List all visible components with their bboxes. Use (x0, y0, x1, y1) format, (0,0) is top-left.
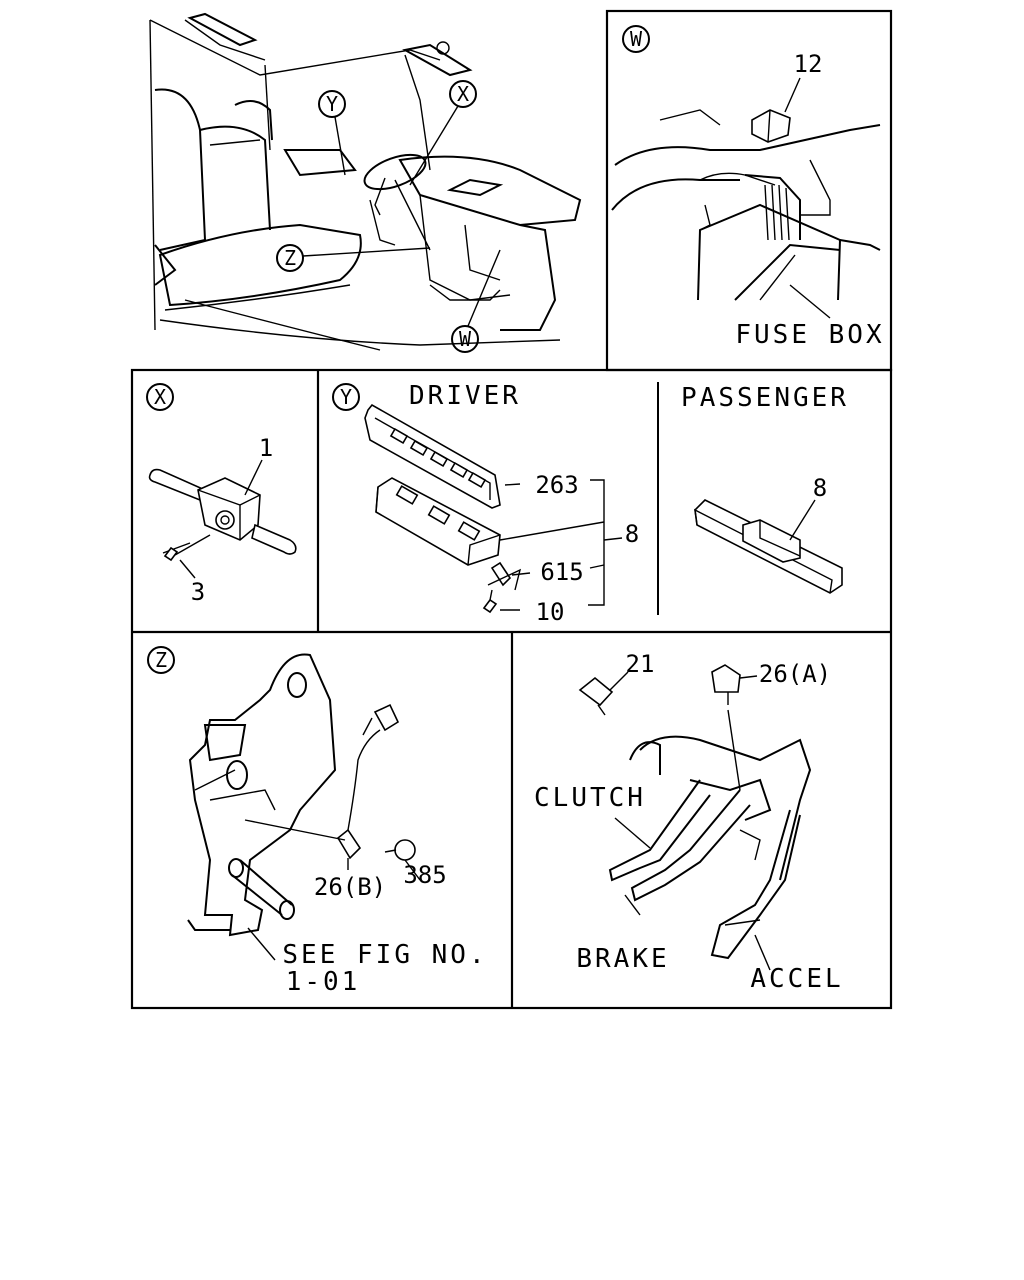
part-26b-label: 26(B) (314, 873, 386, 901)
overview-callouts: Y X Z W (276, 80, 501, 353)
see-fig-line1: SEE FIG NO. (282, 940, 487, 970)
cab-interior-overview (149, 12, 582, 351)
clutch-label: CLUTCH (534, 783, 646, 813)
fuse-box-label: FUSE BOX (735, 320, 884, 350)
panel-z-brake-switch: Z 26(B) 385 SEE FIG NO. 1-01 (147, 646, 487, 997)
panel-w-title: W (630, 27, 643, 51)
part-10-label: 10 (536, 598, 565, 626)
panel-z-title: Z (155, 648, 167, 672)
callout-z-label: Z (284, 246, 296, 270)
panel-z-circle (147, 646, 175, 674)
part-12-label: 12 (794, 50, 823, 78)
part-26a-label: 26(A) (759, 660, 831, 688)
part-8-label: 8 (625, 520, 639, 548)
part-3-label: 3 (191, 578, 205, 606)
part-263-label: 263 (535, 471, 578, 499)
panel-y-title: Y (340, 385, 352, 409)
callout-y-label: Y (326, 92, 338, 116)
part-8-passenger-label: 8 (813, 474, 827, 502)
part-1-label: 1 (259, 434, 273, 462)
callout-z-circle (276, 244, 304, 272)
panel-y-circle (332, 383, 360, 411)
passenger-label: PASSENGER (681, 383, 849, 413)
panel-w-fuse-box: W 12 FUSE BOX (611, 25, 884, 350)
part-21-label: 21 (626, 650, 655, 678)
panel-x-title: X (154, 385, 166, 409)
panel-x-circle (146, 383, 174, 411)
brake-label: BRAKE (576, 944, 669, 974)
callout-w-circle (451, 325, 479, 353)
panel-frames (130, 9, 893, 1010)
panel-y-power-window-switch: Y DRIVER PASSENGER 263 8 615 10 (332, 381, 849, 626)
see-fig-line2: 1-01 (286, 967, 361, 997)
panel-x-combination-switch: X 1 3 (146, 383, 297, 606)
callout-y-circle (318, 90, 346, 118)
part-385-label: 385 (403, 861, 446, 889)
accel-label: ACCEL (750, 964, 843, 994)
panel-w-circle (622, 25, 650, 53)
callout-x-circle (449, 80, 477, 108)
panel-pedals: 21 26(A) CLUTCH BRAKE ACCEL (534, 650, 843, 994)
driver-label: DRIVER (409, 381, 521, 411)
callout-w-label: W (459, 327, 472, 351)
callout-x-label: X (457, 82, 469, 106)
part-615-label: 615 (540, 558, 583, 586)
